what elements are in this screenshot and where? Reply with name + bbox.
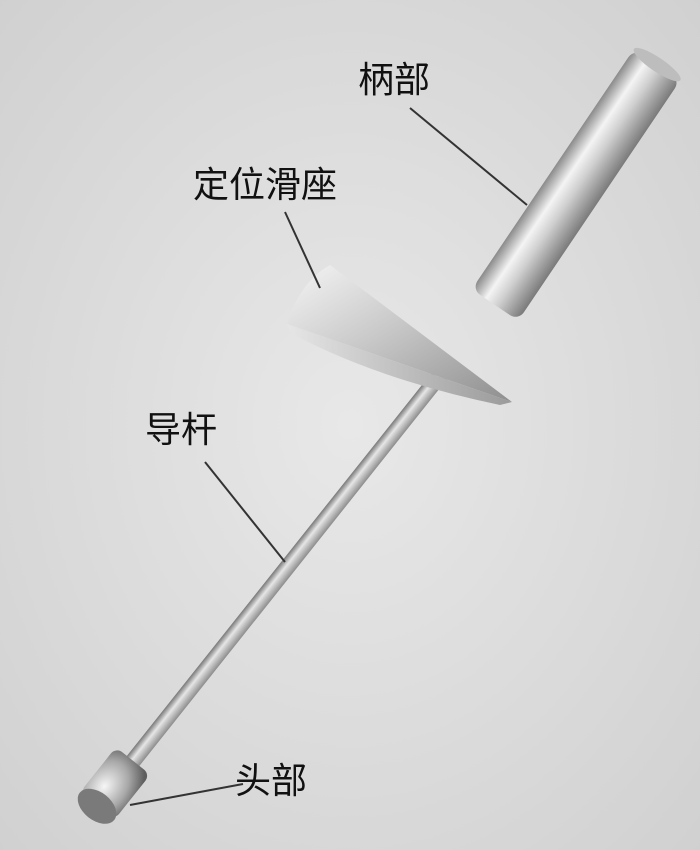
leader-line-handle	[409, 107, 528, 206]
leader-line-rod	[204, 461, 286, 563]
guide-rod	[106, 358, 455, 793]
label-handle: 柄部	[358, 60, 430, 101]
leader-line-slider	[284, 211, 321, 289]
label-guide-rod: 导杆	[145, 410, 217, 451]
positioning-slider	[287, 265, 512, 405]
probe-head	[77, 750, 148, 824]
leader-lines	[129, 107, 528, 806]
label-probe-head: 头部	[235, 761, 307, 802]
handle	[475, 47, 681, 317]
label-positioning-slider: 定位滑座	[193, 165, 337, 206]
leader-line-head	[129, 783, 244, 806]
